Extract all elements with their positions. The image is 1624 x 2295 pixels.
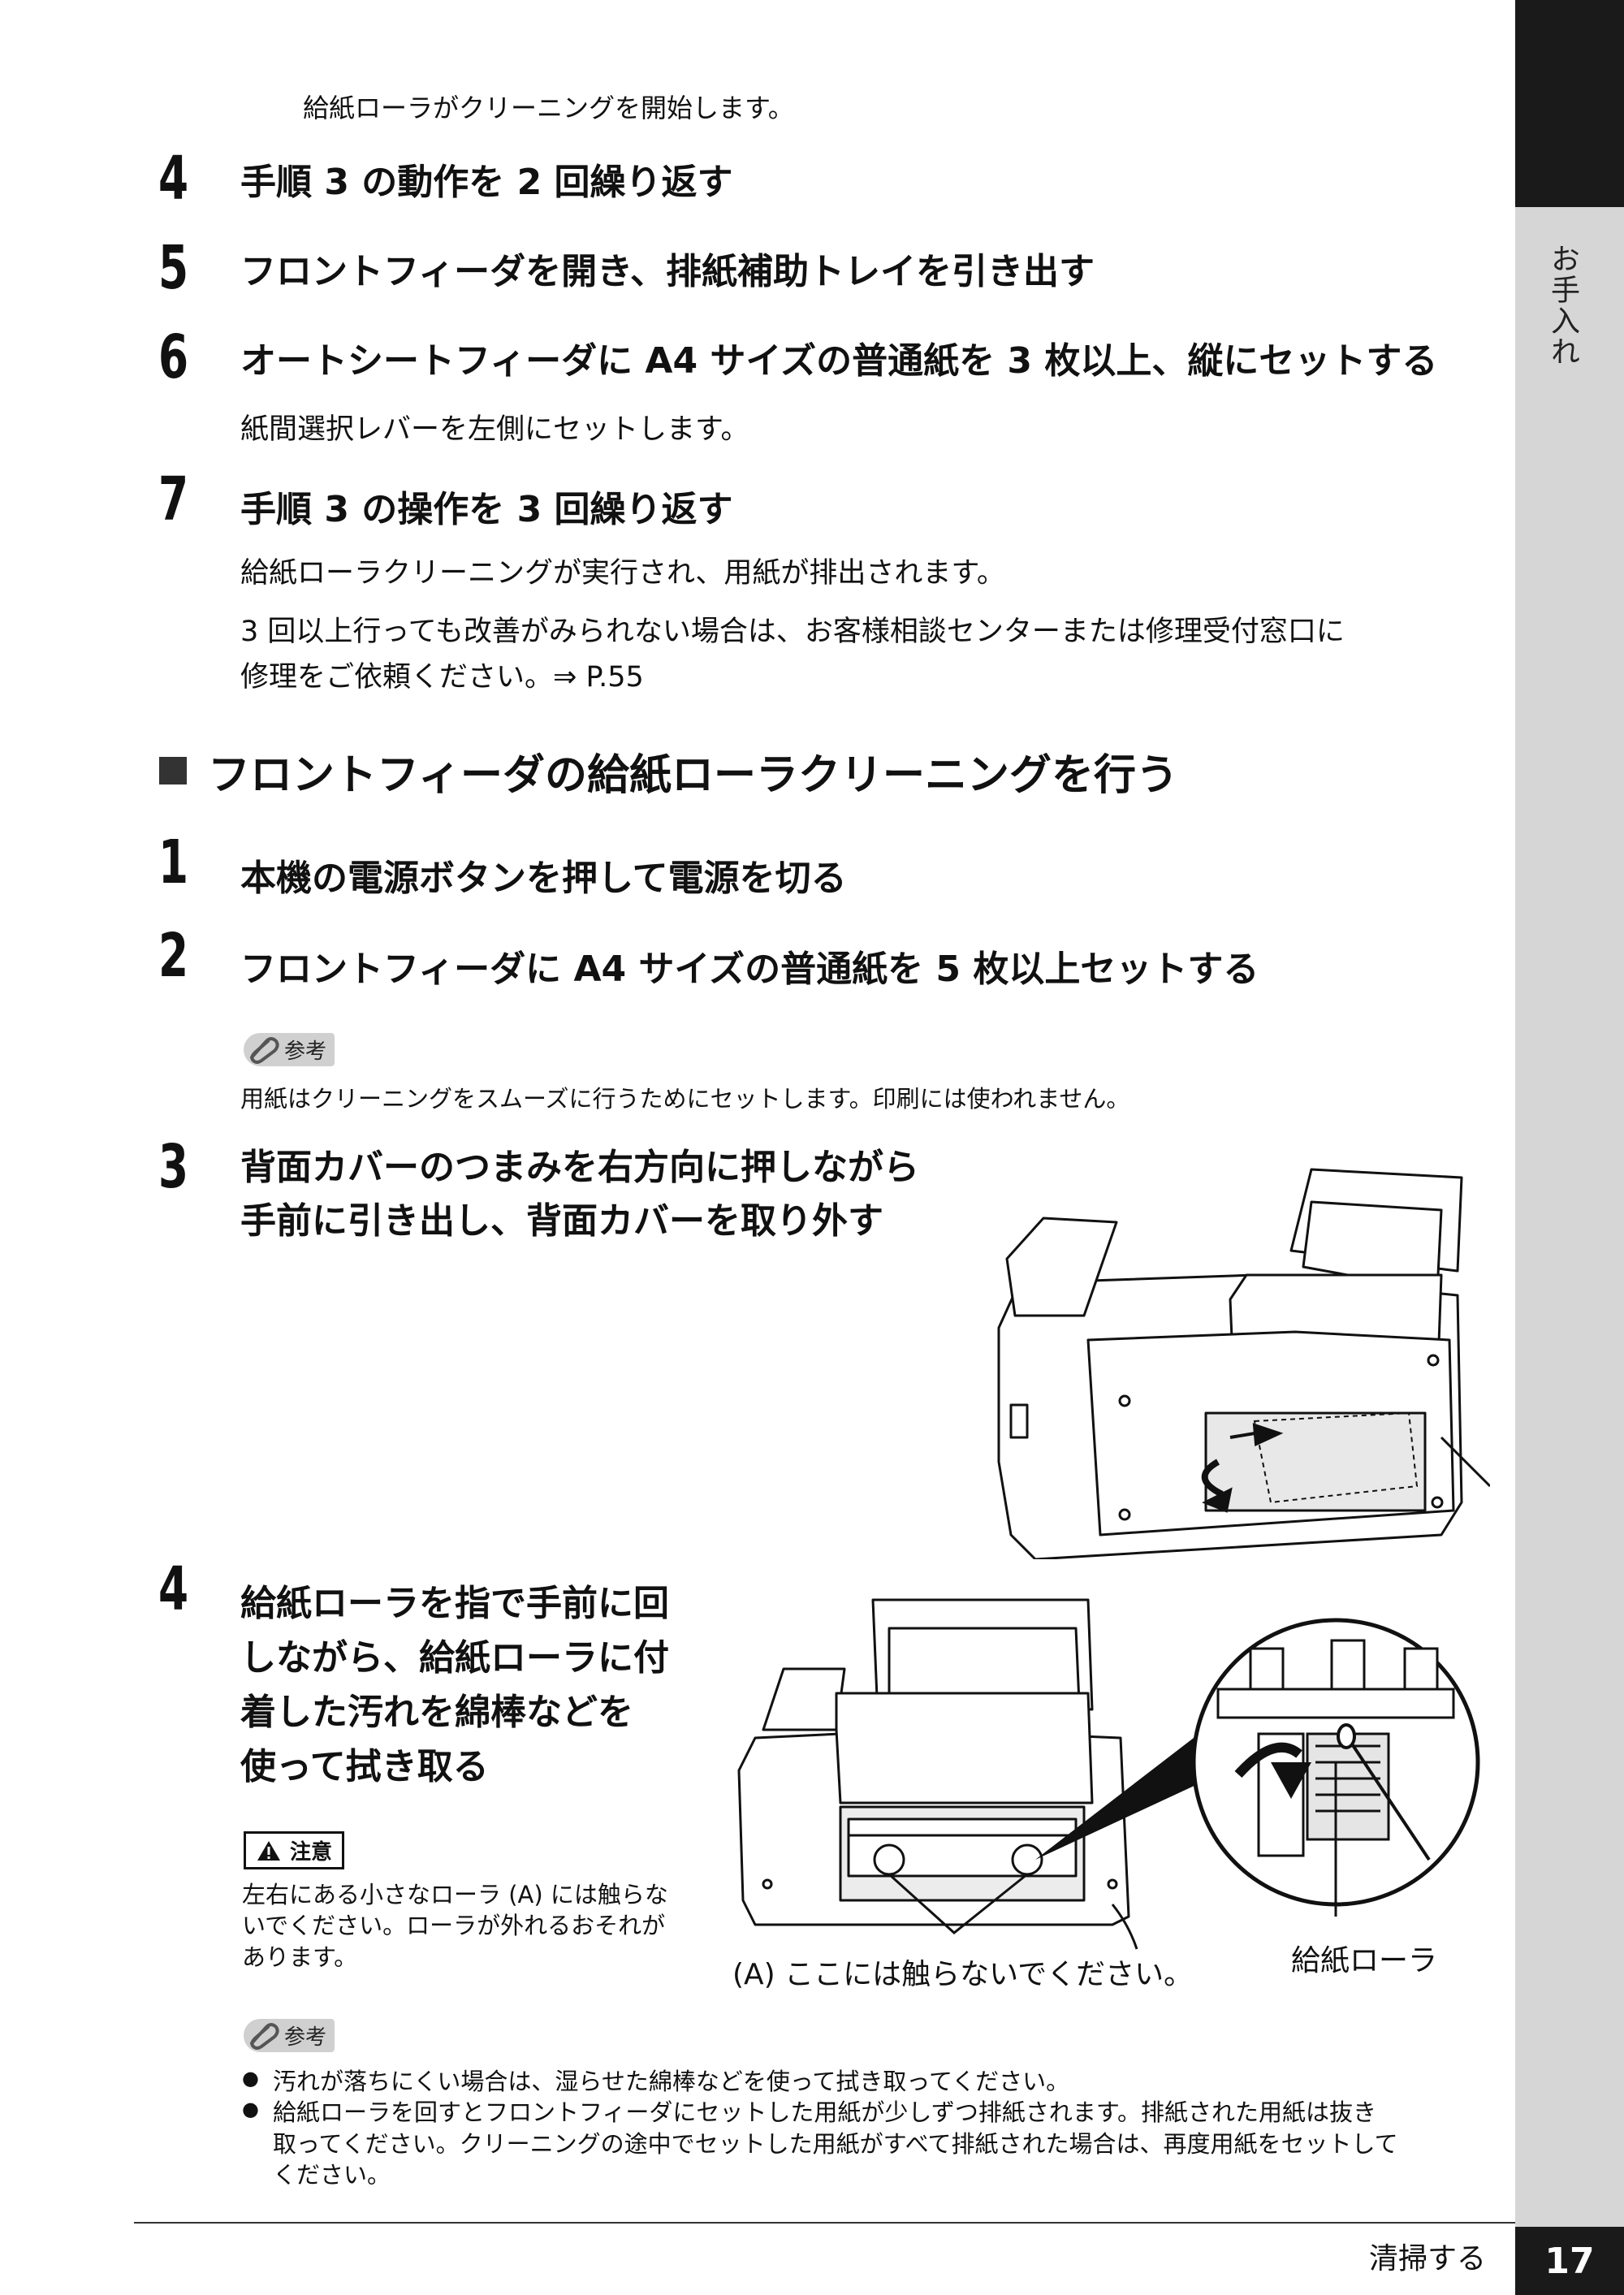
- reference-badge: 参考: [244, 2019, 335, 2053]
- step-body: 3 回以上行っても改善がみられない場合は、お客様相談センターまたは修理受付窓口に: [240, 616, 1345, 648]
- page-number: 17: [1515, 2227, 1624, 2295]
- footer-rule: [134, 2222, 1515, 2224]
- caution-line: あります。: [242, 1943, 358, 1971]
- step-body: 給紙ローラクリーニングが実行され、用紙が排出されます。: [240, 557, 1005, 590]
- section-bullet: [159, 757, 187, 784]
- caution-line: いでください。ローラが外れるおそれが: [242, 1912, 666, 1940]
- list-item: 給紙ローラを回すとフロントフィーダにセットした用紙が少しずつ排紙されます。排紙さ…: [242, 2097, 1398, 2190]
- caution-badge: 注意: [244, 1831, 345, 1869]
- step-number: 4: [158, 1554, 189, 1624]
- step-title: 手順 3 の操作を 3 回繰り返す: [240, 489, 733, 530]
- step-title: 手前に引き出し、背面カバーを取り外す: [240, 1200, 883, 1242]
- step-body: 修理をご依頼ください。⇒ P.55: [240, 661, 644, 694]
- chapter-label: お手入れ: [1546, 244, 1579, 367]
- list-item-line: 給紙ローラを回すとフロントフィーダにセットした用紙が少しずつ排紙されます。排紙さ…: [273, 2098, 1376, 2127]
- list-item-line: 取ってください。クリーニングの途中でセットした用紙がすべて排紙された場合は、再度…: [273, 2129, 1398, 2158]
- feed-roller-illustration: [737, 1598, 1480, 1950]
- step-title: 本機の電源ボタンを押して電源を切る: [240, 858, 847, 899]
- list-item-line: ください。: [273, 2160, 391, 2189]
- step-number: 7: [158, 465, 189, 534]
- chapter-tab: [1515, 0, 1624, 207]
- footer-section: 清掃する: [1368, 2242, 1486, 2276]
- step-number: 3: [158, 1132, 189, 1202]
- reference-badge: 参考: [244, 1033, 335, 1067]
- reference-note: 用紙はクリーニングをスムーズに行うためにセットします。印刷には使われません。: [240, 1085, 1130, 1113]
- step-title: 使って拭き取る: [240, 1746, 489, 1787]
- reference-label: 参考: [284, 2025, 327, 2050]
- reference-label: 参考: [284, 1039, 327, 1064]
- step-title: オートシートフィーダに A4 サイズの普通紙を 3 枚以上、縦にセットする: [240, 340, 1438, 382]
- step-title: フロントフィーダに A4 サイズの普通紙を 5 枚以上セットする: [240, 949, 1259, 990]
- reference-notes: 汚れが落ちにくい場合は、湿らせた綿棒などを使って拭き取ってください。 給紙ローラ…: [242, 2066, 1398, 2190]
- step-title: 手順 3 の動作を 2 回繰り返す: [240, 162, 733, 203]
- section-heading: フロントフィーダの給紙ローラクリーニングを行う: [159, 741, 1178, 802]
- intro-text: 給紙ローラがクリーニングを開始します。: [303, 93, 794, 123]
- rear-cover-illustration: [997, 1168, 1490, 1559]
- caution-label: 注意: [290, 1840, 333, 1865]
- step-number: 2: [158, 921, 189, 991]
- figure-label-a: (A) ここには触らないでください。: [732, 1958, 1194, 1991]
- sidebar-strip: [1515, 0, 1624, 2295]
- caution-line: 左右にある小さなローラ (A) には触らな: [242, 1881, 668, 1908]
- paperclip-icon: [250, 1036, 279, 1064]
- step-body: 紙間選択レバーを左側にセットします。: [240, 413, 749, 446]
- warning-icon: [257, 1840, 280, 1861]
- figure-label-roller: 給紙ローラ: [1291, 1944, 1438, 1977]
- step-title: 給紙ローラを指で手前に回: [240, 1583, 669, 1624]
- paperclip-icon: [250, 2022, 279, 2050]
- step-title: 背面カバーのつまみを右方向に押しながら: [240, 1147, 919, 1188]
- list-item: 汚れが落ちにくい場合は、湿らせた綿棒などを使って拭き取ってください。: [242, 2066, 1398, 2097]
- step-number: 5: [158, 233, 189, 303]
- step-title: 着した汚れを綿棒などを: [240, 1692, 633, 1733]
- step-number: 4: [158, 144, 189, 214]
- step-number: 6: [158, 322, 189, 392]
- section-title: フロントフィーダの給紙ローラクリーニングを行う: [208, 751, 1178, 800]
- caution-text: 左右にある小さなローラ (A) には触らな いでください。ローラが外れるおそれが…: [242, 1879, 668, 1973]
- step-title: しながら、給紙ローラに付: [240, 1637, 669, 1679]
- step-number: 1: [158, 828, 189, 897]
- step-title: フロントフィーダを開き、排紙補助トレイを引き出す: [240, 251, 1095, 292]
